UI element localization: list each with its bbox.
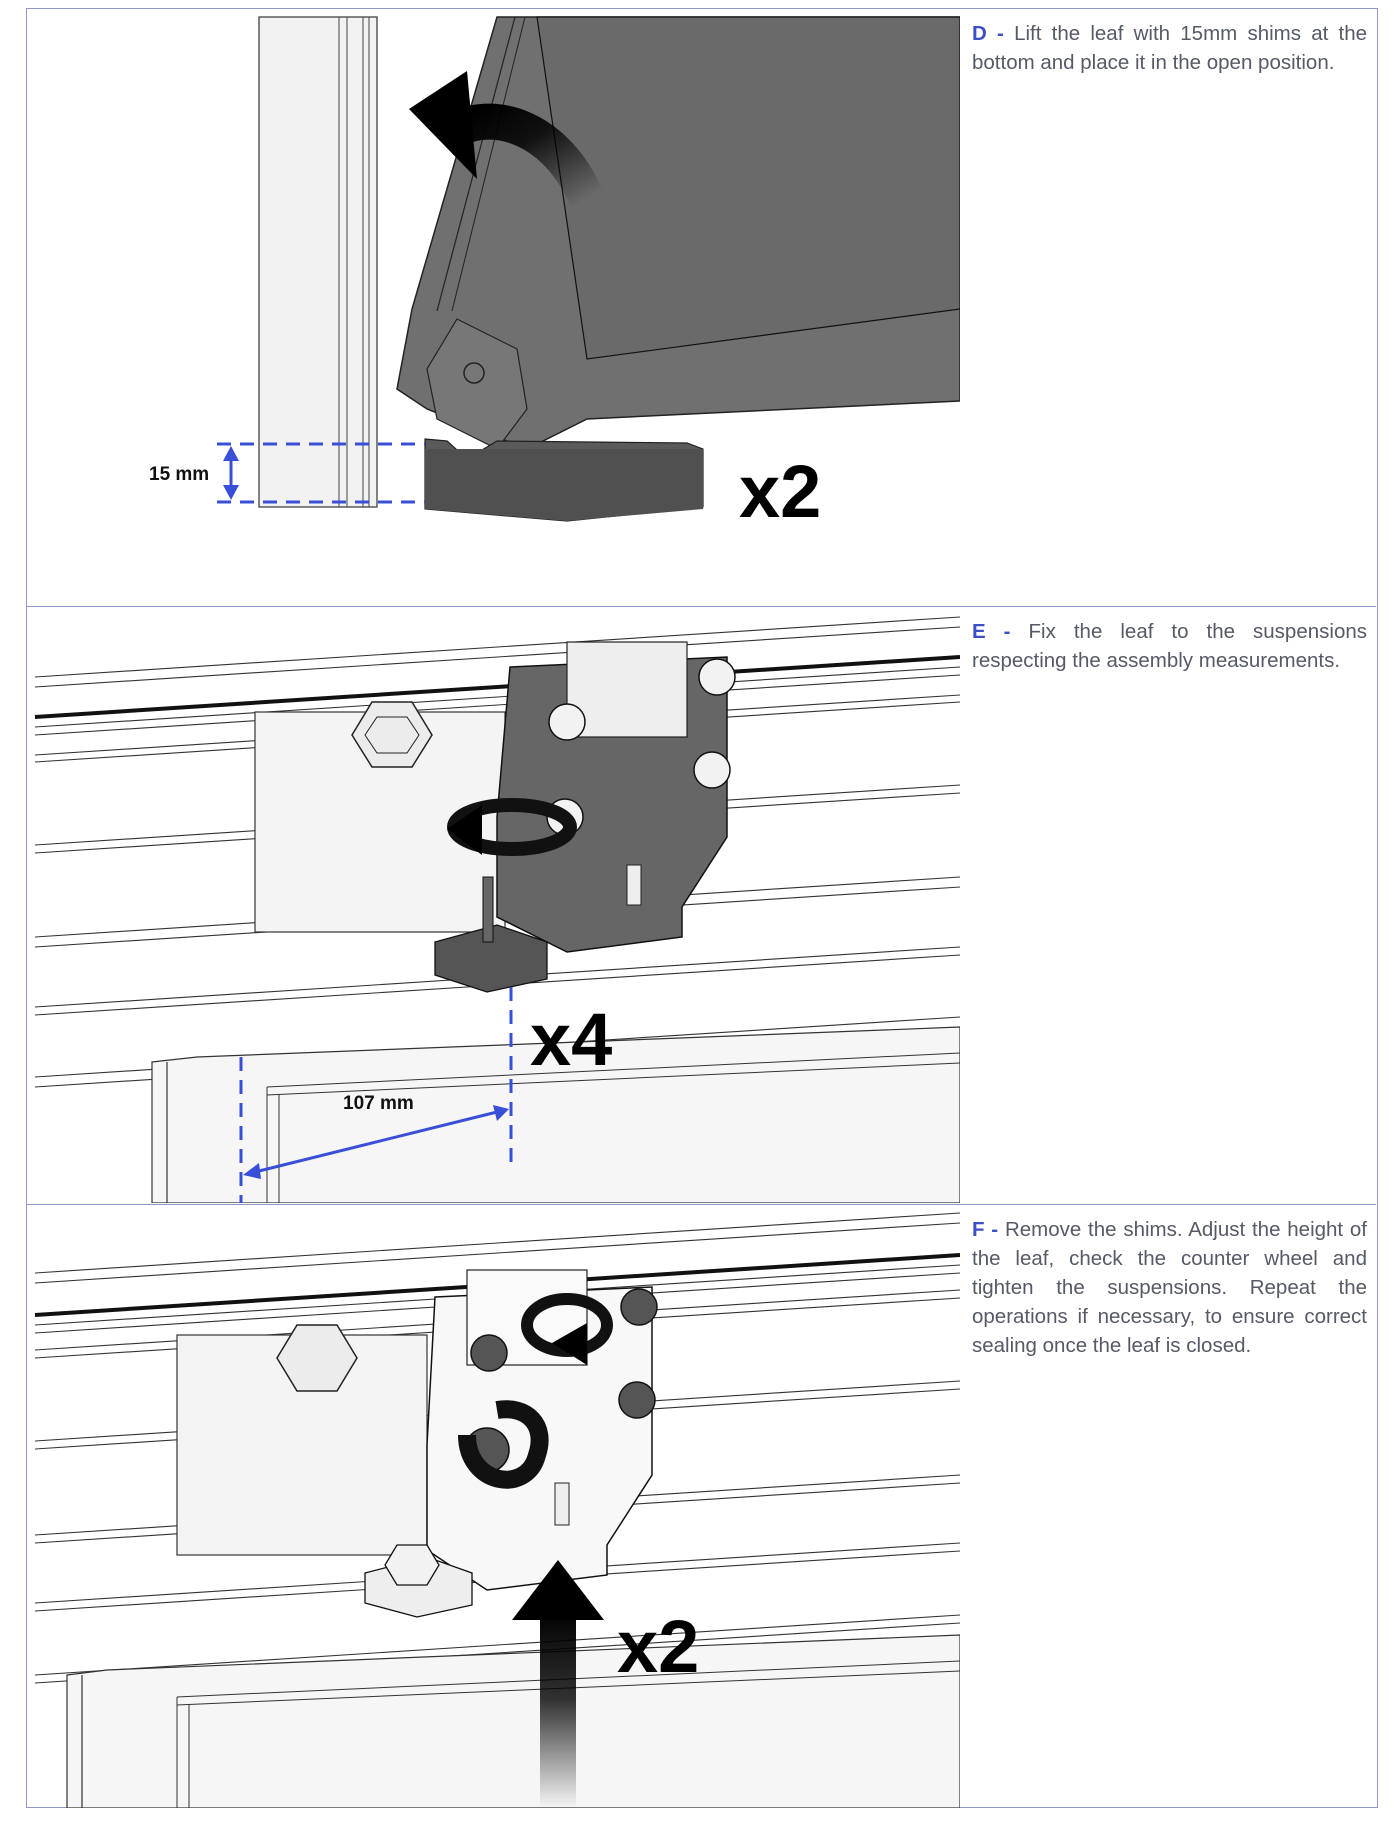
quantity-label: x2: [739, 450, 821, 533]
step-f-drawing: x2: [34, 1212, 960, 1808]
step-d-text: Lift the leaf with 15mm shims at the bot…: [972, 22, 1368, 74]
step-e-illustration: 107 mm x4: [27, 607, 960, 1204]
step-d-drawing: 15 mm x2: [149, 16, 960, 533]
step-e-text: Fix the leaf to the suspensions respecti…: [972, 620, 1367, 672]
step-d-letter: D -: [972, 22, 1004, 45]
rotate-arrow-icon: [448, 103, 604, 207]
quantity-label: x4: [530, 998, 612, 1081]
step-e-panel: 107 mm x4 E - Fix the leaf to the suspen…: [27, 607, 1376, 1205]
step-d-caption: D - Lift the leaf with 15mm shims at the…: [972, 19, 1367, 77]
step-e-letter: E -: [972, 620, 1011, 643]
step-f-illustration: x2: [27, 1205, 960, 1808]
dimension-label-15mm: 15 mm: [149, 464, 209, 485]
dimension-label-107mm: 107 mm: [343, 1093, 414, 1114]
step-f-text: Remove the shims. Adjust the height of t…: [972, 1218, 1368, 1357]
hex-bolt-icon: [276, 1324, 358, 1392]
frame-profile: [258, 16, 378, 508]
step-d-illustration: 15 mm x2: [27, 9, 960, 606]
step-f-caption: F - Remove the shims. Adjust the height …: [972, 1215, 1367, 1360]
step-e-drawing: 107 mm x4: [34, 616, 960, 1203]
hex-bolt-icon: [351, 701, 433, 768]
step-d-panel: 15 mm x2 D - Lift the leaf with 15mm shi…: [27, 9, 1376, 607]
step-e-caption: E - Fix the leaf to the suspensions resp…: [972, 617, 1367, 675]
instruction-sheet: 15 mm x2 D - Lift the leaf with 15mm shi…: [26, 8, 1378, 1808]
step-f-letter: F -: [972, 1218, 999, 1241]
lift-arrow-icon: [540, 1610, 576, 1808]
counter-wheel-rotate-icon: [458, 1400, 549, 1489]
step-f-panel: x2 F - Remove the shims. Adjust the heig…: [27, 1205, 1376, 1808]
quantity-label: x2: [617, 1605, 699, 1688]
